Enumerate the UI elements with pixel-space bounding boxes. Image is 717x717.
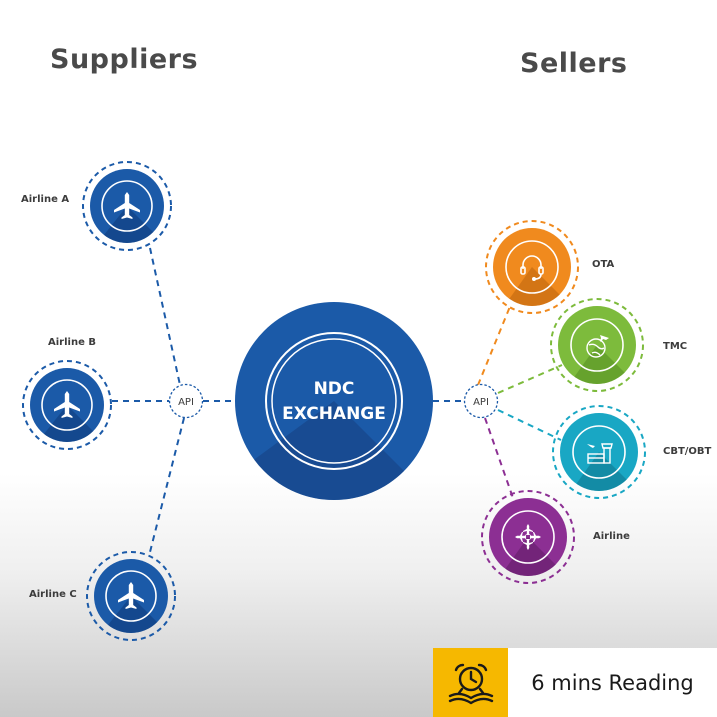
suppliers-heading: Suppliers: [50, 44, 199, 75]
hub-line-1: NDC: [314, 379, 355, 399]
api-label-left: API: [178, 397, 194, 408]
ota-node: [485, 220, 579, 314]
cbt-obt-node: [552, 405, 646, 499]
alarm-clock-book-icon: [448, 663, 493, 704]
airline-c-node: [86, 551, 176, 641]
headset-icon: [520, 255, 544, 282]
airline-a-node: [82, 161, 172, 251]
airplane-icon: [54, 391, 80, 418]
reading-time-badge: 6 mins Reading: [433, 648, 717, 717]
airline-b-node: [22, 360, 112, 450]
connector-airline-a: [149, 247, 181, 386]
connector-tmc: [497, 364, 563, 394]
airline-a-label: Airline A: [21, 194, 70, 205]
airport-tower-icon: [587, 443, 613, 464]
api-node-left: API: [168, 383, 204, 419]
cbt-obt-label: CBT/OBT: [663, 446, 712, 457]
hub-line-2: EXCHANGE: [282, 404, 386, 424]
airline-seller-node: [481, 490, 575, 584]
ota-label: OTA: [592, 259, 615, 270]
connector-cbt: [497, 409, 562, 441]
connector-airline-c: [149, 417, 185, 553]
tmc-node: [550, 298, 644, 392]
reading-time-text: 6 mins Reading: [508, 648, 717, 717]
airplane-icon: [114, 192, 140, 219]
airline-b-label: Airline B: [48, 337, 96, 348]
airline-seller-label: Airline: [593, 531, 630, 542]
airplane-icon: [118, 582, 144, 609]
airline-c-label: Airline C: [29, 589, 77, 600]
seller-connectors: [477, 303, 563, 499]
sellers-heading: Sellers: [520, 48, 628, 79]
api-node-right: API: [463, 383, 499, 419]
api-label-right: API: [473, 397, 489, 408]
reading-label: mins Reading: [544, 670, 694, 695]
connector-ota: [477, 303, 512, 386]
supplier-connectors: [112, 247, 465, 553]
ndc-exchange-hub: NDC EXCHANGE: [235, 302, 433, 500]
reading-minutes: 6: [531, 670, 545, 695]
connector-airline: [484, 417, 514, 499]
globe-plane-icon: [586, 335, 609, 358]
badge-icon-box: [433, 648, 508, 717]
tmc-label: TMC: [663, 341, 688, 352]
multi-plane-icon: [515, 524, 541, 550]
